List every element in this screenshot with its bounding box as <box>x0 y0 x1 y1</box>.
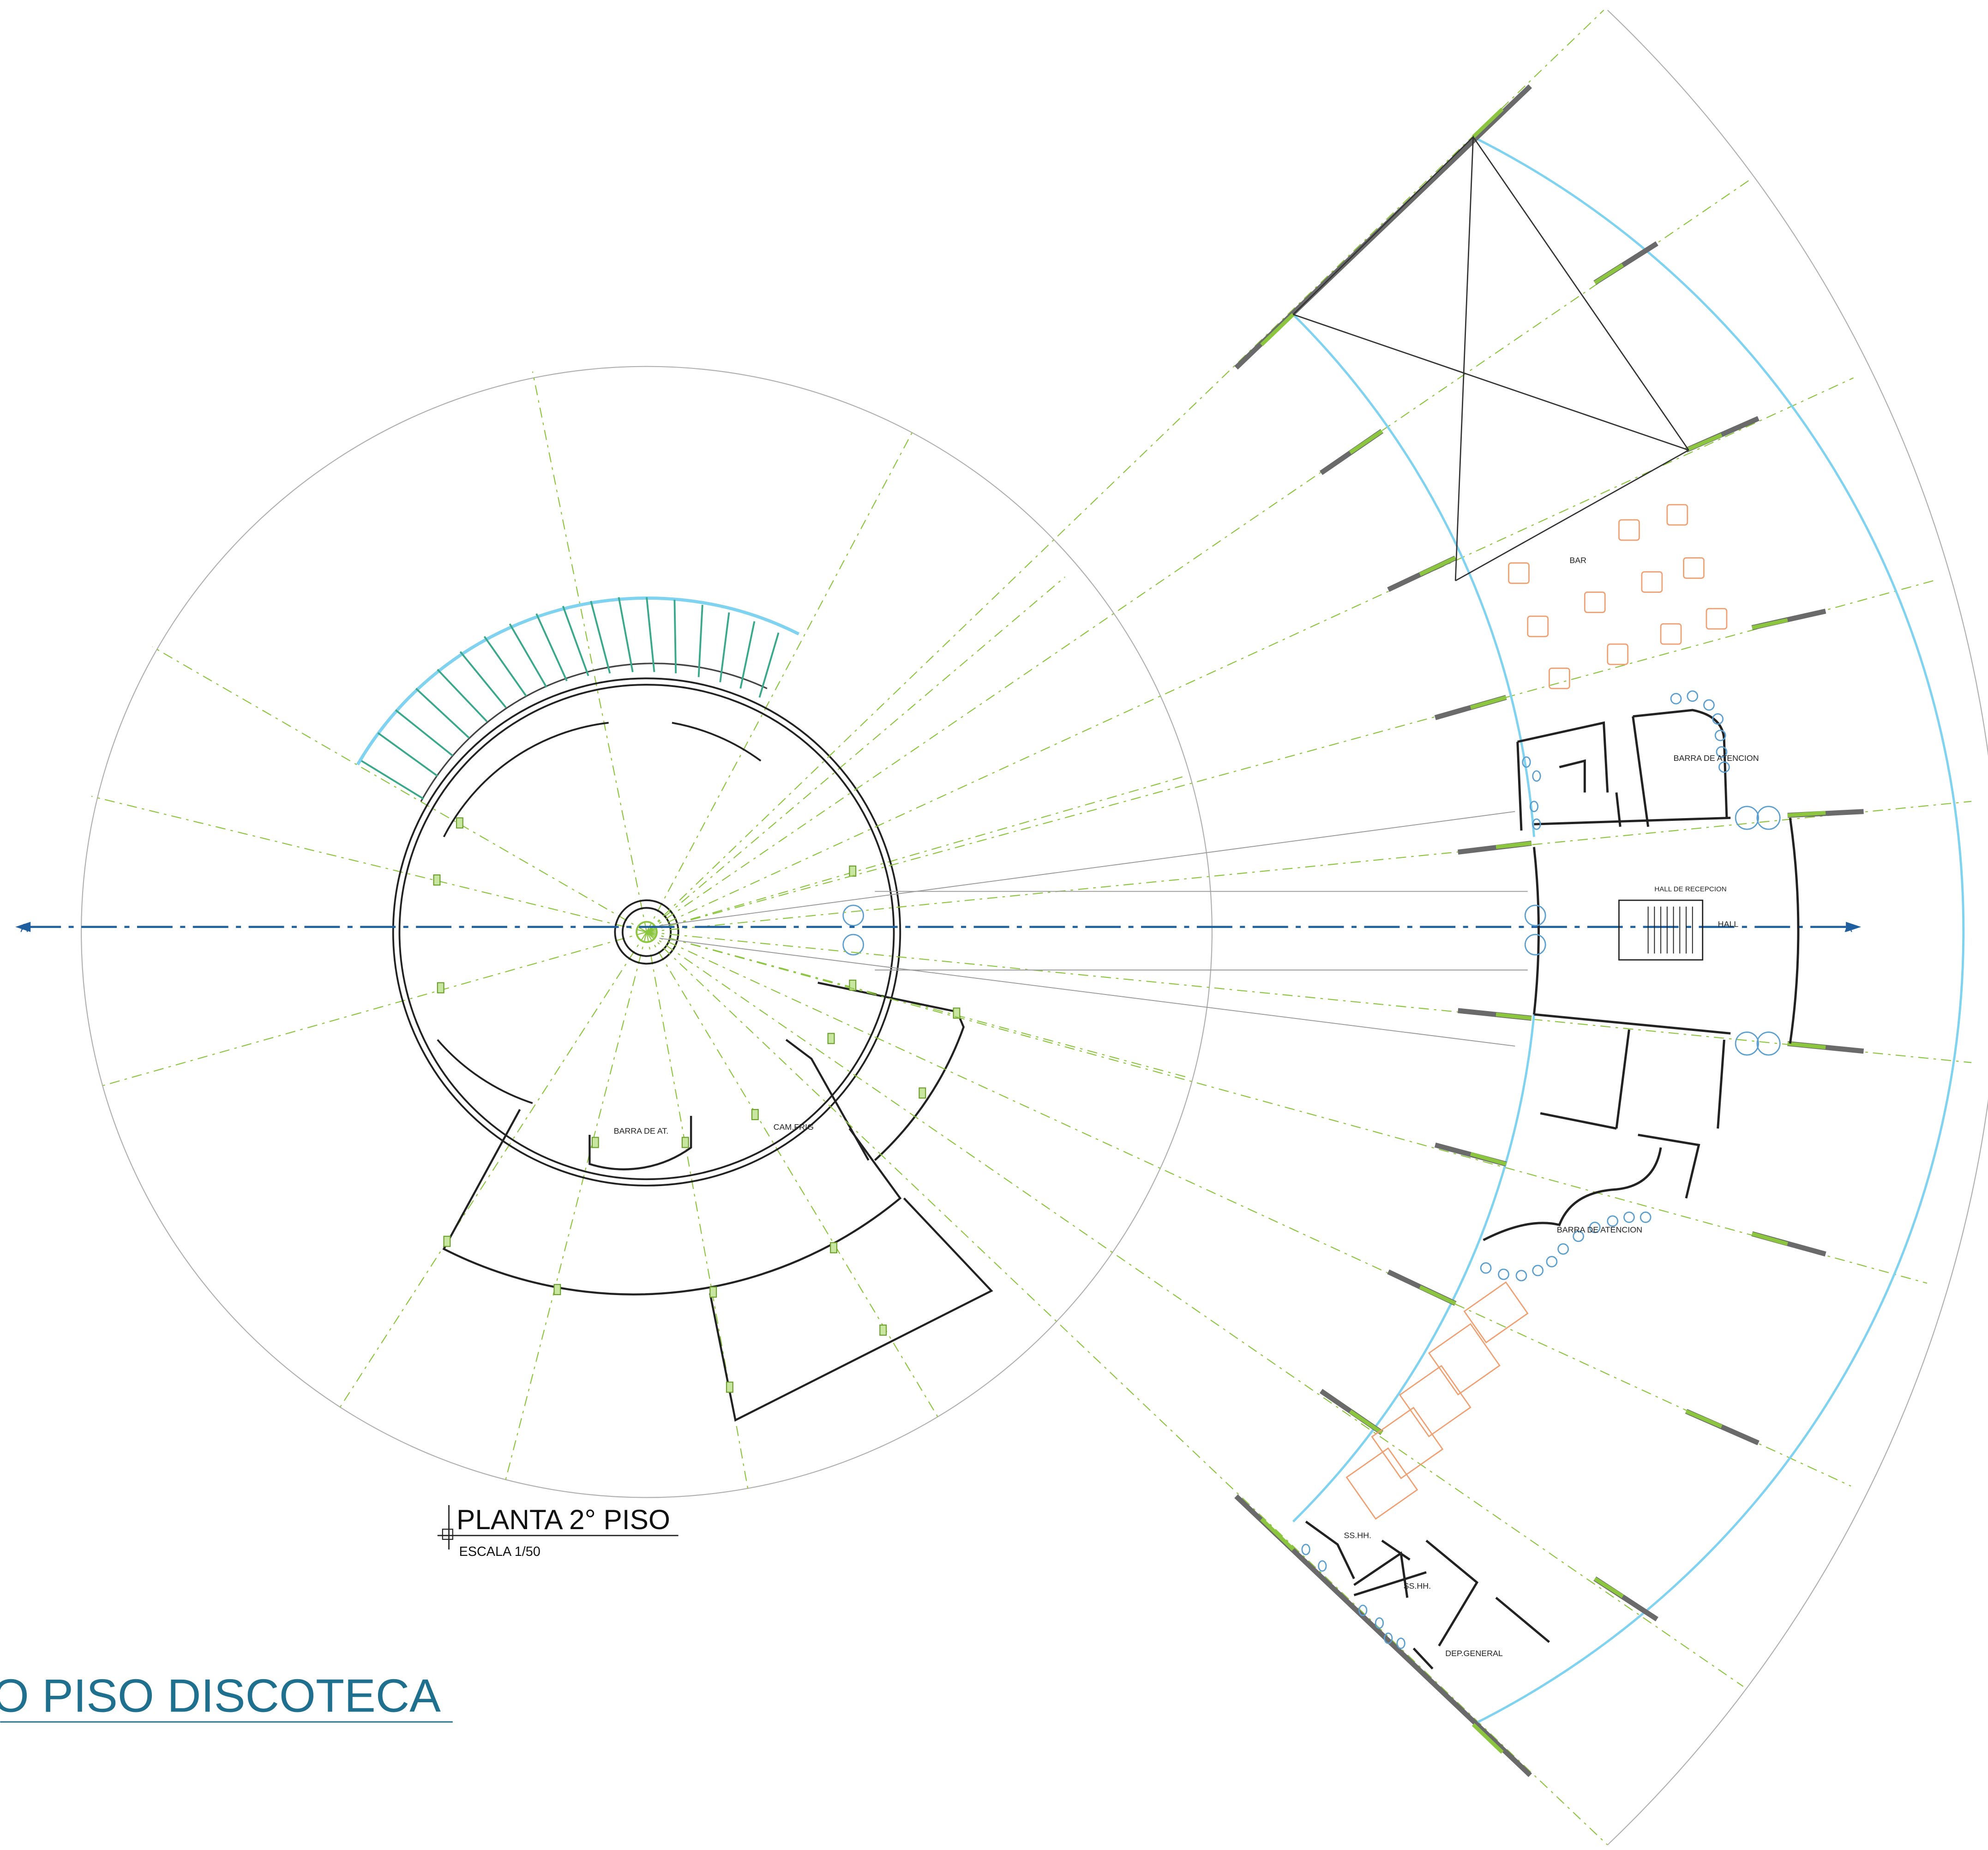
lounge-sofas <box>1345 1281 1529 1520</box>
bar-tables <box>1508 504 1728 689</box>
side-walls <box>1234 84 1532 1777</box>
restroom-block <box>1305 1520 1550 1669</box>
sheet-title: O PISO DISCOTECA <box>0 1669 441 1722</box>
plan-scale: ESCALA 1/50 <box>459 1544 541 1559</box>
lower-wing <box>442 982 993 1422</box>
sheet-title-block: O PISO DISCOTECA <box>0 1669 453 1723</box>
plan-title: PLANTA 2° PISO <box>456 1504 670 1535</box>
label-hall-recepcion: HALL DE RECEPCION <box>1654 886 1726 893</box>
label-sshh-2: SS.HH. <box>1404 1581 1431 1591</box>
roof-bracing <box>1292 135 1689 582</box>
label-hall: HALL <box>1718 920 1739 929</box>
entry-columns <box>842 904 864 956</box>
circular-building: BARRA DE AT. CAM.FRIG <box>80 366 1213 1498</box>
label-cam-frig: CAM.FRIG <box>774 1122 814 1132</box>
outer-reference-arc <box>1607 10 1988 1845</box>
upper-service-rooms <box>1516 709 1728 831</box>
label-bar: BAR <box>1569 555 1586 565</box>
outer-reference-circle <box>80 366 1213 1498</box>
label-barra-atencion-upper: BARRA DE ATENCION <box>1674 753 1759 763</box>
fan-building: BAR BARRA DE ATENCION HALL DE RECEPCION … <box>1234 10 1988 1845</box>
section-axis: A A <box>15 922 1862 935</box>
fixtures <box>1301 690 1781 1649</box>
section-marker-left: A <box>20 922 28 935</box>
label-barra-atencion-lower: BARRA DE ATENCION <box>1557 1225 1642 1235</box>
curved-steps <box>356 597 800 802</box>
label-dep-general: DEP.GENERAL <box>1445 1649 1503 1658</box>
label-barra-at: BARRA DE AT. <box>614 1126 669 1135</box>
plan-title-block: PLANTA 2° PISO ESCALA 1/50 <box>437 1504 679 1559</box>
column-stub-highlights <box>1260 108 1826 1754</box>
circular-walls <box>392 677 901 1187</box>
section-marker-right: A <box>1844 922 1852 935</box>
radial-grid-lines <box>91 371 1189 1490</box>
connecting-lines <box>646 10 1972 1845</box>
lower-service-rooms <box>1483 1029 1725 1241</box>
hall-stair <box>1647 906 1693 954</box>
gray-connector-lines <box>659 811 1528 1047</box>
glass-facades <box>1292 136 1965 1726</box>
label-sshh-1: SS.HH. <box>1344 1531 1372 1540</box>
hall-walls <box>1533 816 1800 1044</box>
column-markers-circle <box>433 817 961 1393</box>
